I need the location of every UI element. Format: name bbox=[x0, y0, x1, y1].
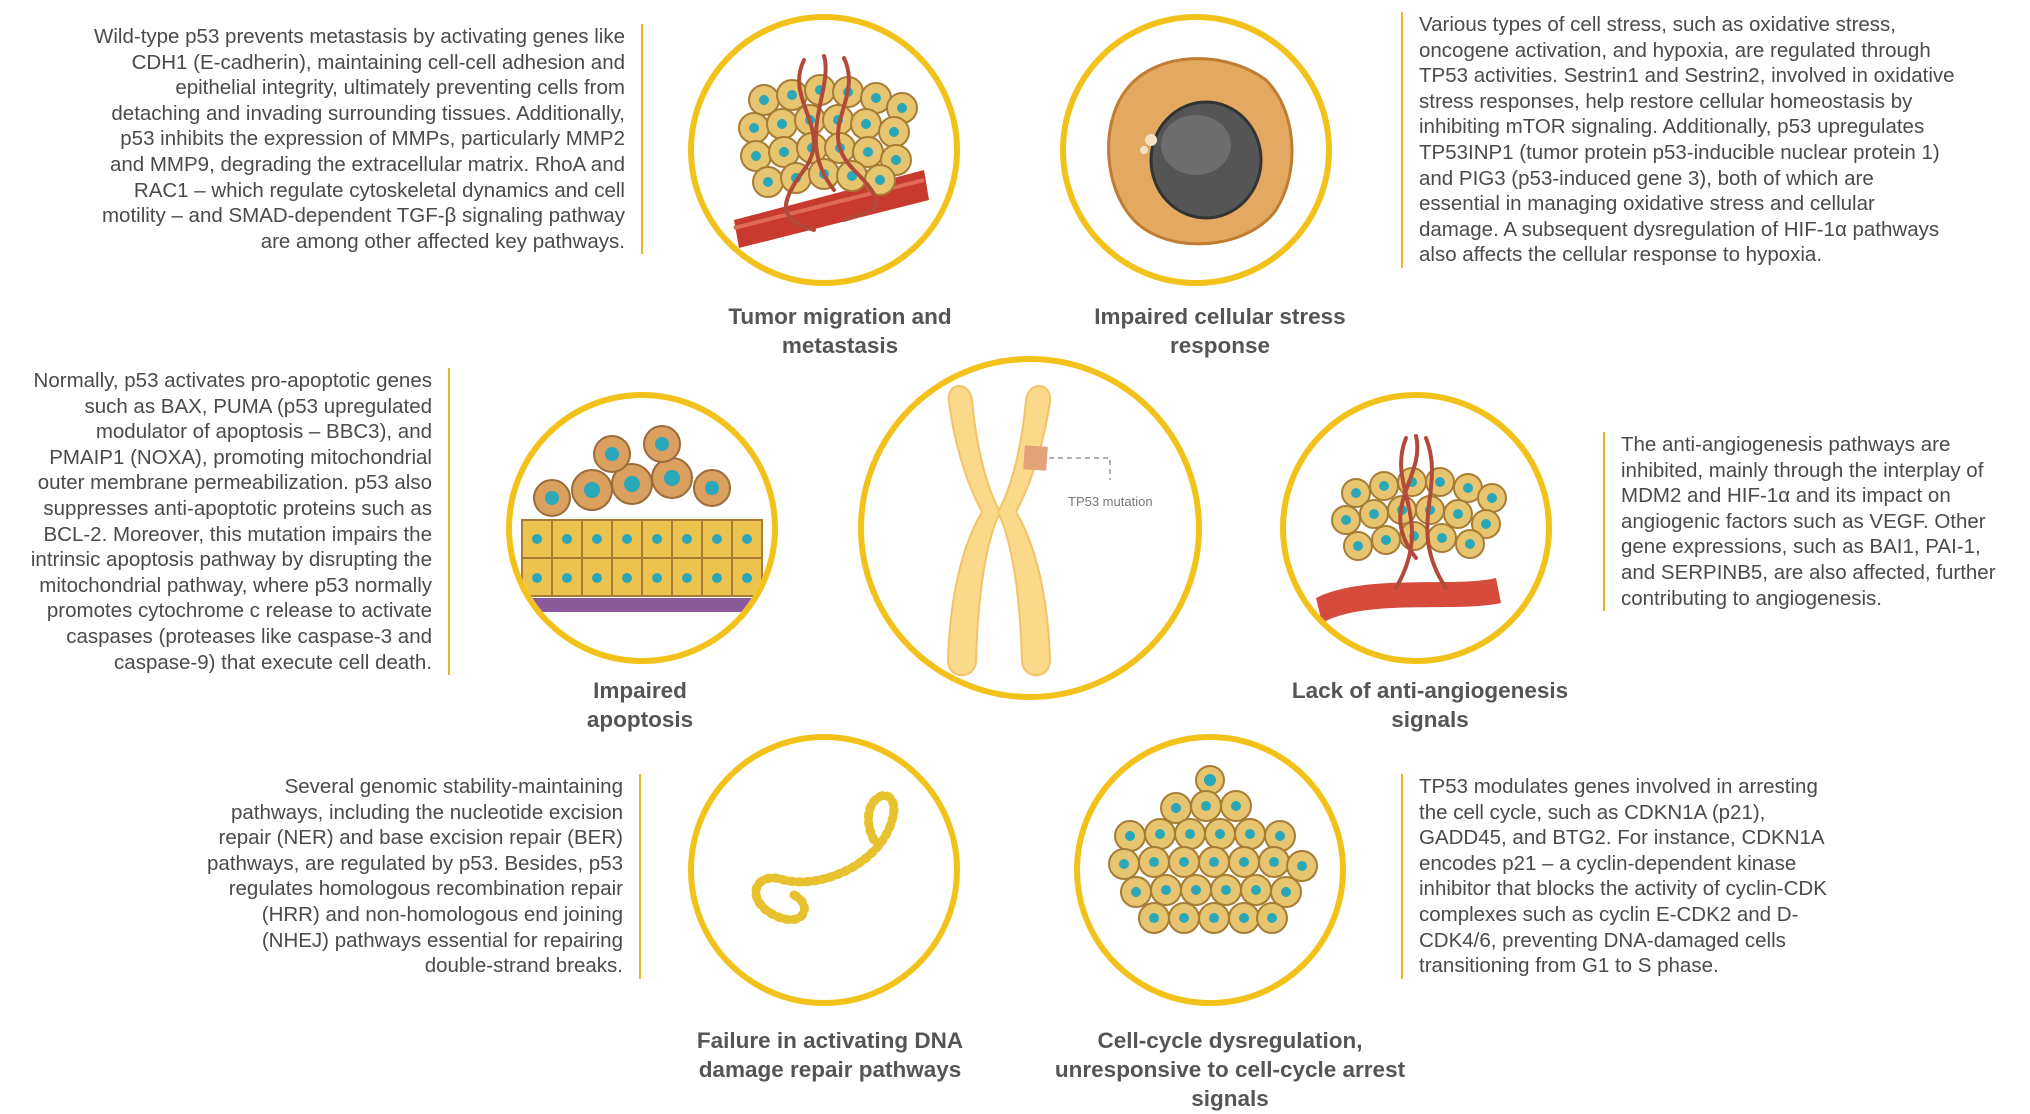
text-line: gene expressions, such as BAI1, PAI-1, bbox=[1621, 535, 1981, 559]
text-line: TP53INP1 (tumor protein p53-inducible nu… bbox=[1419, 140, 1940, 164]
text-line: mitochondrial pathway, where p53 normall… bbox=[39, 573, 432, 597]
cell-cycle-description: TP53 modulates genes involved in arresti… bbox=[1401, 774, 1859, 979]
apoptosis-caption: Impaired apoptosis bbox=[520, 676, 760, 734]
text-line: are among other affected key pathways. bbox=[260, 229, 625, 253]
text-line: inhibitor that blocks the activity of cy… bbox=[1419, 877, 1827, 901]
text-line: and SERPINB5, are also affected, further bbox=[1621, 560, 1996, 584]
caption-line: signals bbox=[1191, 1086, 1269, 1111]
dna-strand-icon bbox=[751, 791, 899, 925]
tp53-chromosome-illustration: TP53 mutation bbox=[858, 356, 1202, 700]
text-line: damage. A subsequent dysregulation of HI… bbox=[1419, 217, 1940, 241]
cell-cycle-illustration bbox=[1074, 734, 1346, 1006]
stress-illustration bbox=[1060, 14, 1332, 286]
cell-cluster-icon bbox=[1108, 765, 1318, 934]
text-line: essential in managing oxidative stress a… bbox=[1419, 192, 1875, 216]
caption-line: damage repair pathways bbox=[698, 1057, 962, 1082]
caption-line: Impaired bbox=[593, 678, 687, 703]
text-line: contributing to angiogenesis. bbox=[1621, 586, 1882, 610]
text-line: inhibited, mainly through the interplay … bbox=[1621, 458, 1984, 482]
text-line: repair (NER) and base excision repair (B… bbox=[218, 826, 623, 850]
text-line: stress responses, help restore cellular … bbox=[1419, 89, 1913, 113]
cell-cycle-caption: Cell-cycle dysregulation, unresponsive t… bbox=[1040, 1026, 1420, 1113]
caption-line: metastasis bbox=[781, 333, 899, 358]
text-line: angiogenic factors such as VEGF. Other bbox=[1621, 509, 1986, 533]
tumor-cells-icon bbox=[733, 54, 929, 248]
caption-line: Cell-cycle dysregulation, bbox=[1097, 1028, 1363, 1053]
text-line: pathways, are regulated by p53. Besides,… bbox=[207, 851, 623, 875]
angiogenesis-caption: Lack of anti-angiogenesis signals bbox=[1250, 676, 1610, 734]
text-line: also affects the cellular response to hy… bbox=[1419, 243, 1823, 267]
angiogenesis-illustration bbox=[1280, 392, 1552, 664]
apoptosis-tissue-icon bbox=[512, 425, 772, 612]
dna-illustration bbox=[688, 734, 960, 1006]
caption-line: Impaired cellular stress bbox=[1094, 304, 1346, 329]
chromosome-icon bbox=[946, 385, 1052, 677]
text-line: inhibiting mTOR signaling. Additionally,… bbox=[1419, 115, 1925, 139]
tp53-mutation-label: TP53 mutation bbox=[1068, 494, 1153, 509]
text-line: PMAIP1 (NOXA), promoting mitochondrial bbox=[49, 445, 432, 469]
text-line: Various types of cell stress, such as ox… bbox=[1419, 13, 1897, 36]
text-line: CDH1 (E-cadherin), maintaining cell-cell… bbox=[131, 50, 625, 74]
text-line: encodes p21 – a cyclin-dependent kinase bbox=[1419, 851, 1797, 875]
text-line: caspase-9) that execute cell death. bbox=[114, 650, 432, 674]
caption-line: apoptosis bbox=[586, 707, 694, 732]
text-line: TP53 modulates genes involved in arresti… bbox=[1419, 775, 1818, 798]
text-line: suppresses anti-apoptotic proteins such … bbox=[43, 496, 432, 520]
metastasis-description: Wild-type p53 prevents metastasis by act… bbox=[20, 24, 643, 255]
text-line: MDM2 and HIF-1α and its impact on bbox=[1621, 484, 1951, 508]
text-line: intrinsic apoptosis pathway by disruptin… bbox=[30, 548, 432, 572]
text-line: Wild-type p53 prevents metastasis by act… bbox=[94, 25, 625, 48]
text-line: BCL-2. Moreover, this mutation impairs t… bbox=[43, 522, 432, 546]
caption-line: Failure in activating DNA bbox=[696, 1028, 964, 1053]
text-line: and MMP9, degrading the extracellular ma… bbox=[109, 152, 625, 176]
text-line: outer membrane permeabilization. p53 als… bbox=[37, 471, 432, 495]
text-line: and PIG3 (p53-induced gene 3), both of w… bbox=[1419, 166, 1874, 190]
text-line: regulates homologous recombination repai… bbox=[228, 877, 623, 901]
metastasis-illustration bbox=[688, 14, 960, 286]
dna-repair-description: Several genomic stability-maintaining pa… bbox=[200, 774, 641, 979]
text-line: Several genomic stability-maintaining bbox=[284, 775, 623, 798]
text-line: pathways, including the nucleotide excis… bbox=[230, 800, 623, 824]
label-leader-line bbox=[1049, 457, 1111, 480]
text-line: RAC1 – which regulate cytoskeletal dynam… bbox=[133, 178, 625, 202]
text-line: Normally, p53 activates pro-apoptotic ge… bbox=[33, 369, 432, 392]
apoptosis-description: Normally, p53 activates pro-apoptotic ge… bbox=[0, 368, 450, 676]
caption-line: Tumor migration and bbox=[728, 304, 952, 329]
caption-line: response bbox=[1169, 333, 1271, 358]
caption-line: signals bbox=[1391, 707, 1469, 732]
stress-description: Various types of cell stress, such as ox… bbox=[1401, 12, 2019, 268]
caption-line: unresponsive to cell-cycle arrest bbox=[1054, 1057, 1406, 1082]
text-line: (NHEJ) pathways essential for repairing bbox=[261, 928, 623, 952]
text-line: double-strand breaks. bbox=[424, 954, 623, 978]
text-line: complexes such as cyclin E-CDK2 and D- bbox=[1419, 902, 1799, 926]
text-line: (HRR) and non-homologous end joining bbox=[261, 902, 623, 926]
text-line: motility – and SMAD-dependent TGF-β sign… bbox=[101, 204, 625, 228]
text-line: modulator of apoptosis – BBC3), and bbox=[95, 420, 432, 444]
apoptosis-illustration bbox=[506, 392, 778, 664]
caption-line: Lack of anti-angiogenesis bbox=[1291, 678, 1569, 703]
text-line: oncogene activation, and hypoxia, are re… bbox=[1419, 38, 1931, 62]
angiogenesis-description: The anti-angiogenesis pathways are inhib… bbox=[1603, 432, 2030, 612]
text-line: detaching and invading surrounding tissu… bbox=[111, 101, 625, 125]
text-line: TP53 activities. Sestrin1 and Sestrin2, … bbox=[1419, 64, 1955, 88]
text-line: caspases (proteases like caspase-3 and bbox=[66, 624, 432, 648]
dna-repair-caption: Failure in activating DNA damage repair … bbox=[660, 1026, 1000, 1084]
vascularized-tumor-icon bbox=[1316, 434, 1507, 623]
text-line: GADD45, and BTG2. For instance, CDKN1A bbox=[1419, 826, 1825, 850]
text-line: transitioning from G1 to S phase. bbox=[1419, 954, 1719, 978]
text-line: such as BAX, PUMA (p53 upregulated bbox=[84, 394, 432, 418]
text-line: p53 inhibits the expression of MMPs, par… bbox=[120, 127, 625, 151]
stressed-cell-icon bbox=[1107, 57, 1294, 246]
text-line: the cell cycle, such as CDKN1A (p21), bbox=[1419, 800, 1766, 824]
text-line: CDK4/6, preventing DNA-damaged cells bbox=[1419, 928, 1786, 952]
text-line: promotes cytochrome c release to activat… bbox=[46, 599, 432, 623]
text-line: The anti-angiogenesis pathways are bbox=[1621, 433, 1951, 456]
text-line: epithelial integrity, ultimately prevent… bbox=[175, 76, 625, 100]
stress-caption: Impaired cellular stress response bbox=[1060, 302, 1380, 360]
metastasis-caption: Tumor migration and metastasis bbox=[680, 302, 1000, 360]
